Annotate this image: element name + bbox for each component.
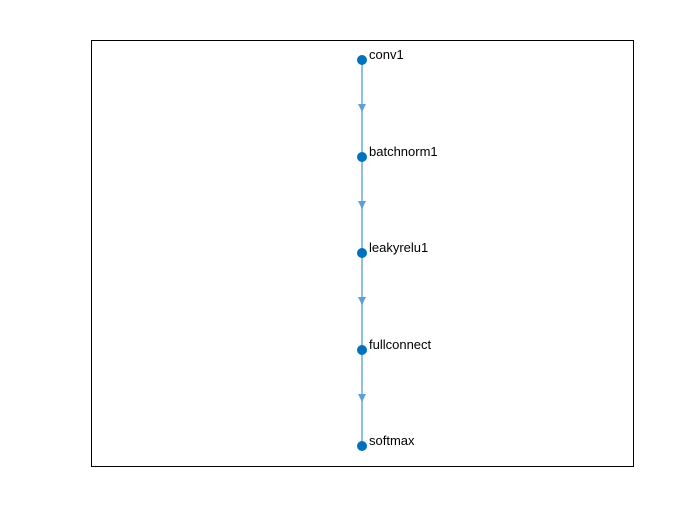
node-label: fullconnect	[369, 336, 432, 352]
node-label: conv1	[369, 47, 404, 62]
node-marker-icon	[357, 441, 367, 451]
arrow-down-icon	[358, 104, 366, 112]
node-marker-icon	[357, 344, 367, 355]
axes-box: conv1 batchnorm1 leakyrelu1 fullconnect …	[91, 40, 634, 467]
node-marker-icon	[357, 151, 367, 162]
arrow-down-icon	[358, 201, 366, 209]
node-label: batchnorm1	[369, 143, 438, 159]
node-marker-icon	[357, 248, 367, 258]
arrow-down-icon	[358, 297, 366, 305]
node-marker-icon	[357, 55, 367, 65]
node-label: leakyrelu1	[369, 240, 429, 255]
node-label: softmax	[369, 433, 415, 448]
arrow-down-icon	[358, 394, 366, 402]
